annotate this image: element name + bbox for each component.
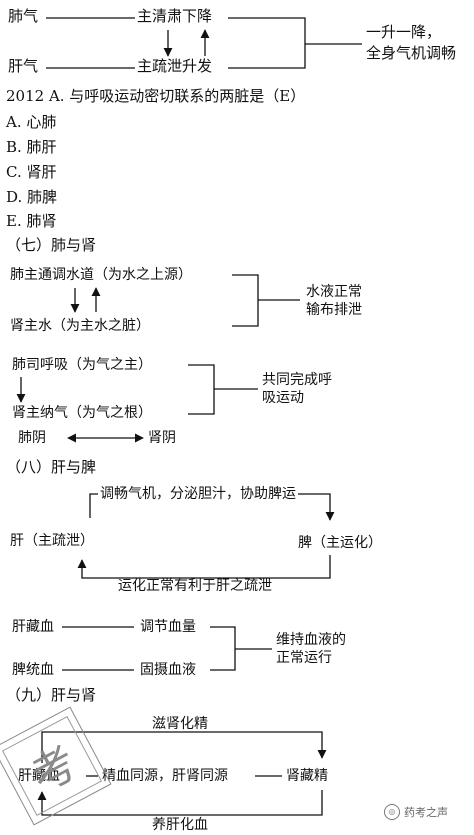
liver-node: 肝（主疏泄） (10, 533, 94, 549)
kidney-breath-label: 肾主纳气（为气之根） (12, 405, 152, 421)
qi-result-line2: 全身气机调畅 (366, 44, 457, 62)
liver-kidney-kidney-node: 肾藏精 (286, 768, 328, 784)
spleen-blood-label: 脾统血 (12, 662, 54, 678)
liver-kidney-middle-label: 精血同源，肝肾同源 (102, 768, 228, 784)
liver-spleen-bottom-label: 运化正常有利于肝之疏泄 (116, 578, 274, 594)
liver-kidney-top-label: 滋肾化精 (150, 716, 210, 732)
source-watermark: ◎ 药考之声 (384, 804, 448, 820)
kidney-yin-label: 肾阴 (148, 430, 176, 446)
blood-result-line2: 正常运行 (276, 650, 332, 666)
section-9-heading: （九）肝与肾 (6, 686, 97, 704)
question-stem: 2012 A. 与呼吸运动密切联系的两脏是（E） (6, 87, 306, 105)
liver-kidney-liver-node: 肝藏血 (18, 768, 60, 784)
lung-descend-label: 主清肃下降 (137, 7, 213, 25)
liver-blood-label: 肝藏血 (12, 619, 54, 635)
option-a: A. 心肺 (6, 113, 57, 131)
option-e: E. 肺肾 (6, 212, 57, 230)
breath-result-line1: 共同完成呼 (262, 372, 332, 388)
liver-kidney-bottom-label: 养肝化血 (150, 817, 210, 833)
water-result-line2: 输布排泄 (306, 302, 362, 318)
liver-spleen-top-label: 调畅气机，分泌胆汁，协助脾运 (98, 486, 298, 502)
liver-ascend-label: 主疏泄升发 (137, 57, 213, 75)
hold-blood-label: 固摄血液 (140, 662, 196, 678)
blood-result-line1: 维持血液的 (276, 632, 346, 648)
kidney-water-label: 肾主水（为主水之脏） (10, 318, 150, 334)
breath-result-line2: 吸运动 (262, 390, 304, 406)
source-watermark-text: 药考之声 (404, 805, 448, 819)
spleen-node: 脾（主运化） (298, 535, 382, 551)
option-b: B. 肺肝 (6, 138, 57, 156)
option-c: C. 肾肝 (6, 163, 57, 181)
water-result-line1: 水液正常 (306, 284, 362, 300)
qi-result-line1: 一升一降， (366, 23, 442, 41)
lung-yin-label: 肺阴 (18, 430, 46, 446)
section-8-heading: （八）肝与脾 (6, 458, 97, 476)
regulate-blood-label: 调节血量 (140, 619, 196, 635)
wechat-icon: ◎ (384, 804, 400, 820)
lung-qi-label: 肺气 (8, 7, 39, 25)
liver-qi-label: 肝气 (8, 57, 39, 75)
lung-water-label: 肺主通调水道（为水之上源） (10, 267, 192, 283)
lung-breath-label: 肺司呼吸（为气之主） (12, 357, 152, 373)
option-d: D. 肺脾 (6, 188, 58, 206)
section-7-heading: （七）肺与肾 (6, 236, 97, 254)
